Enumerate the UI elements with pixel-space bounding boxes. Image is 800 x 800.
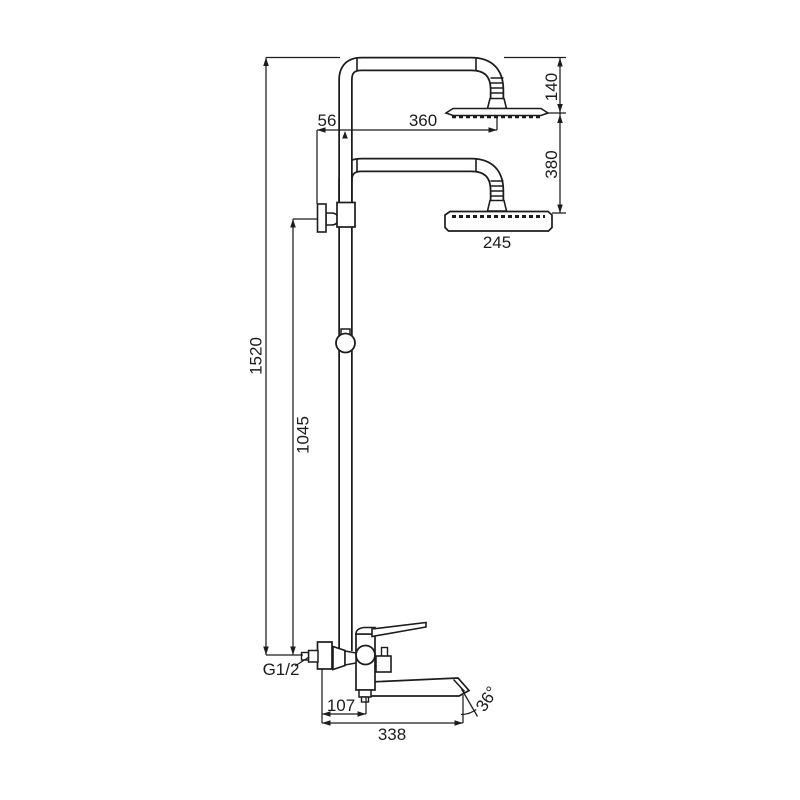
dim-label-lower-head-width: 245 — [483, 233, 511, 252]
inlet-wall-flange — [316, 641, 333, 670]
dimension-arrowheads — [263, 57, 563, 726]
tub-spout — [369, 677, 471, 697]
shower-riser-pipe — [338, 56, 505, 651]
diverter-knob-circle — [355, 644, 376, 666]
dim-label-head-spacing: 380 — [542, 150, 561, 178]
slider-knob — [335, 328, 356, 354]
dimension-labels: 1520 1045 56 360 140 380 245 G1/2 107 33… — [247, 73, 562, 744]
slider-knob-circle — [335, 332, 356, 354]
dim-label-wall-offset: 56 — [318, 111, 337, 130]
lower-head-body — [444, 210, 553, 232]
dim-label-spout-reach: 338 — [378, 725, 406, 744]
spout-tip-cap-line — [452, 678, 466, 693]
diverter-box — [375, 655, 392, 673]
dim-label-total-height: 1520 — [247, 337, 266, 375]
upper-drop-threads — [490, 77, 504, 94]
inlet-nipple — [307, 649, 319, 663]
inlet-neck — [344, 650, 357, 666]
mixer-lever-handle — [371, 621, 427, 638]
riser-upper-arm-outline — [338, 56, 505, 651]
bracket-wall-flange — [316, 203, 327, 233]
diverter-stem — [380, 646, 389, 658]
mixer-foot — [358, 689, 372, 698]
lower-arm-outline — [338, 157, 505, 205]
dimension-lines — [265, 56, 566, 724]
dim-label-top-arm-reach: 360 — [409, 111, 437, 130]
dim-label-top-head-drop: 140 — [542, 73, 561, 101]
inlet-nut — [332, 645, 346, 671]
upper-head-connector — [486, 97, 508, 110]
lower-shower-head — [444, 210, 553, 232]
dim-label-inlet-thread: G1/2 — [263, 660, 300, 679]
upper-shower-head — [444, 107, 550, 119]
lower-head-connector — [486, 199, 508, 212]
lower-gooseneck-arm — [338, 157, 505, 205]
riser-upper-arm-fill — [340, 58, 503, 651]
mixer-cartridge-cap — [355, 626, 376, 635]
wall-bracket — [316, 201, 356, 233]
mixer-foot-nub — [360, 696, 370, 703]
upper-head-plate — [444, 107, 550, 117]
mixer-valve — [300, 621, 427, 703]
dim-label-spout-angle: 36° — [472, 683, 502, 715]
dim-label-spout-wall-offset: 107 — [327, 696, 355, 715]
dim-label-bracket-height: 1045 — [294, 416, 313, 454]
lower-drop-threads — [490, 180, 504, 197]
bracket-pipe-sleeve — [336, 201, 356, 228]
pipe-joint-lines — [356, 57, 477, 172]
